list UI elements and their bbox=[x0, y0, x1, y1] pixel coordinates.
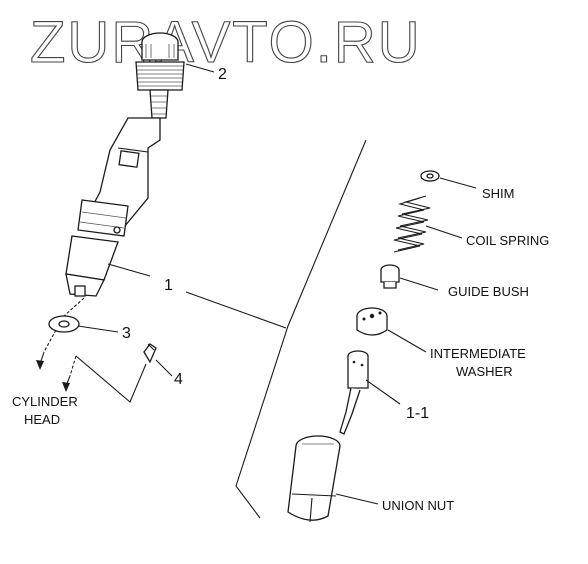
callout-1: 1 bbox=[164, 277, 173, 294]
guide-bush-part bbox=[380, 264, 400, 289]
watermark-text: ZURAVTO.RU bbox=[30, 10, 422, 75]
callout-2: 2 bbox=[218, 66, 227, 83]
callout-3: 3 bbox=[122, 325, 131, 342]
callout-1-1: 1-1 bbox=[406, 405, 429, 422]
stem bbox=[149, 89, 169, 119]
coil-spring-part bbox=[393, 195, 431, 253]
arrow-down-icon-2 bbox=[62, 375, 71, 392]
arrow-down-icon bbox=[36, 351, 45, 370]
label-guide-bush: GUIDE BUSH bbox=[448, 284, 529, 299]
label-union-nut: UNION NUT bbox=[382, 498, 454, 513]
label-intermediate-washer-line2: WASHER bbox=[456, 364, 513, 379]
injector-assembly bbox=[65, 32, 185, 297]
union-nut-part bbox=[287, 435, 341, 523]
intermediate-washer-part bbox=[356, 307, 388, 336]
nozzle-holder-cap bbox=[135, 32, 185, 91]
copper-washer bbox=[48, 315, 80, 333]
exploded-view-bracket bbox=[235, 139, 367, 519]
shim-part bbox=[420, 170, 440, 182]
label-coil-spring: COIL SPRING bbox=[466, 233, 549, 248]
callout-4: 4 bbox=[174, 371, 183, 388]
callout-1-leader bbox=[185, 291, 287, 329]
label-cylinder-head-line2: HEAD bbox=[24, 412, 60, 427]
nozzle-part bbox=[339, 350, 369, 435]
label-cylinder-head-line1: CYLINDER bbox=[12, 394, 78, 409]
label-shim: SHIM bbox=[482, 186, 515, 201]
dowel-pin bbox=[143, 343, 157, 364]
label-intermediate-washer-line1: INTERMEDIATE bbox=[430, 346, 526, 361]
